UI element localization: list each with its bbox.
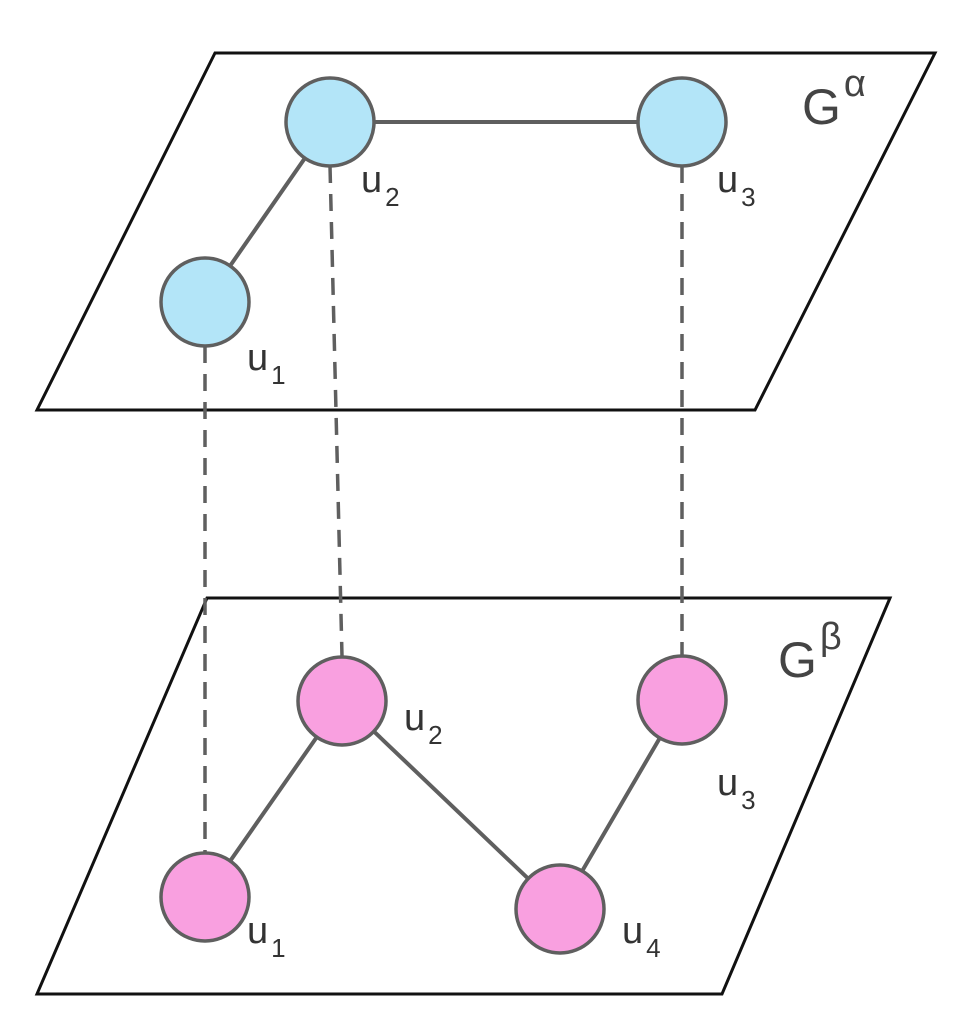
bottom-node-u4 (514, 863, 606, 955)
bottom-layer-label: Gβ (778, 616, 842, 688)
top-node-u1 (159, 256, 251, 348)
bottom-edge-u2-u4 (340, 699, 562, 911)
bottom-node-u3 (636, 654, 728, 746)
top-layer-label-base: G (802, 79, 841, 135)
top-node-u3 (636, 76, 728, 168)
bottom-layer-plane (34, 596, 893, 996)
top-layer-label-sup: α (844, 63, 866, 105)
interlayer-link-u2 (328, 165, 344, 657)
top-layer-plane (34, 51, 938, 412)
top-layer-label: Gα (802, 63, 866, 135)
bottom-layer-label-sup: β (820, 616, 842, 658)
bottom-node-u2 (296, 655, 388, 747)
bottom-layer-label-base: G (778, 632, 817, 688)
top-node-u2 (284, 76, 376, 168)
bottom-node-u1 (159, 851, 251, 943)
